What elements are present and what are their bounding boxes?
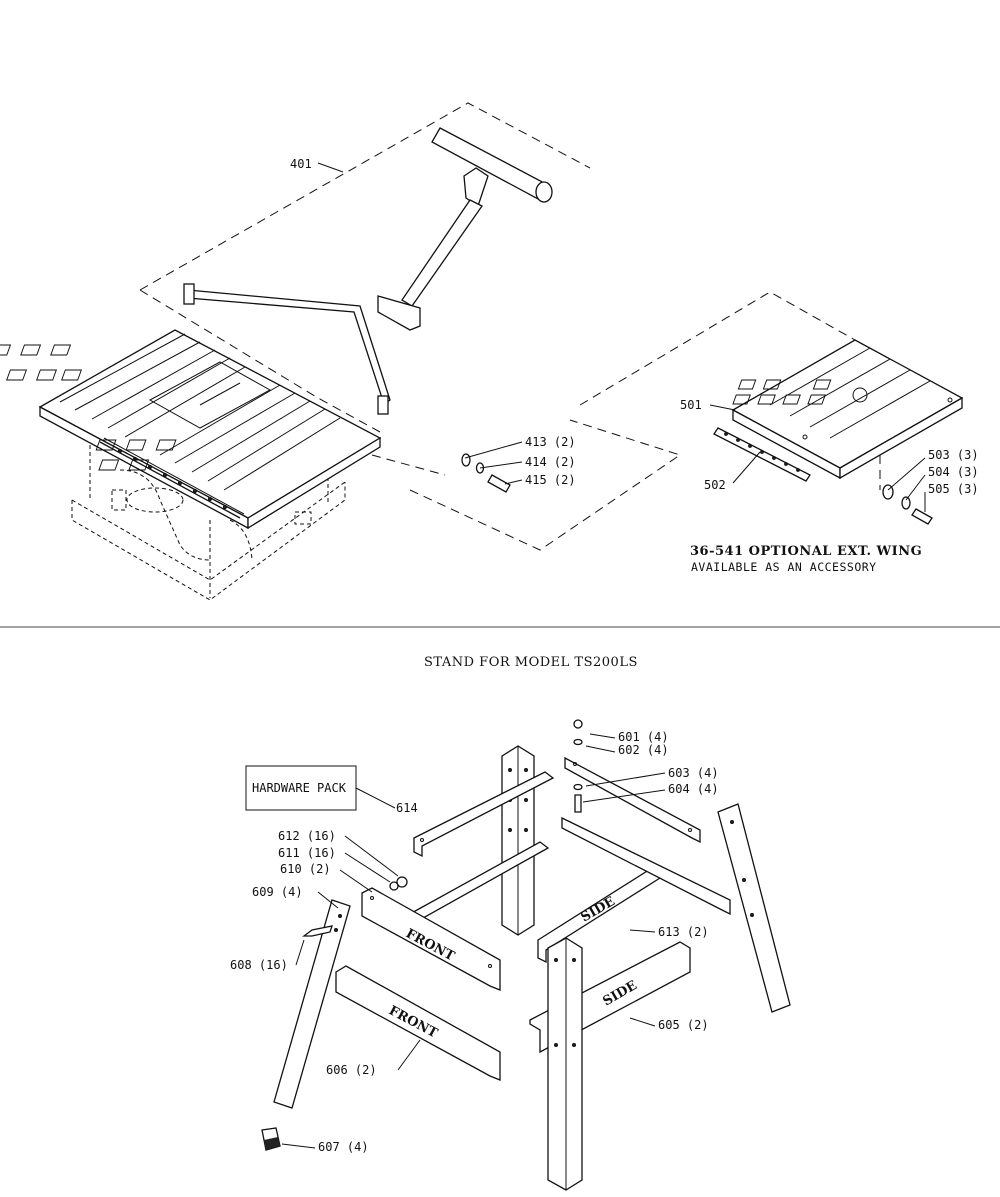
hardware-pack-label: HARDWARE PACK [252,781,347,795]
front-right-leg [547,937,583,1191]
lower-callouts: 601 (4) 602 (4) 603 (4) 604 (4) 614 612 … [230,730,719,1154]
callout-614: 614 [396,801,418,815]
wing-caption-note: AVAILABLE AS AN ACCESSORY [691,560,877,574]
callout-414: 414 (2) [525,455,576,469]
callout-609: 609 (4) [252,885,303,899]
callout-604: 604 (4) [668,782,719,796]
hardware-pack: HARDWARE PACK [245,765,396,811]
stand-title: STAND FOR MODEL TS200LS [424,655,638,670]
callout-613: 613 (2) [658,925,709,939]
rear-support-assembly [183,127,553,415]
callout-401: 401 [290,157,312,171]
callout-606: 606 (2) [326,1063,377,1077]
rear-rail-right [564,756,701,844]
callout-605: 605 (2) [658,1018,709,1032]
wing-caption-title: 36-541 OPTIONAL EXT. WING [690,544,922,559]
callout-602: 602 (4) [618,743,669,757]
callout-603: 603 (4) [668,766,719,780]
right-rear-leg [717,803,791,1013]
callout-504: 504 (3) [928,465,979,479]
callout-413: 413 (2) [525,435,576,449]
front-left-leg [273,899,351,1109]
callout-505: 505 (3) [928,482,979,496]
rear-rail-left [413,771,555,858]
table-saw-assembly [0,329,382,601]
callout-612: 612 (16) [278,829,336,843]
stamp-side-upper: SIDE [579,894,618,925]
bolt-hardware-413-415 [461,453,511,493]
upper-callouts: 401 413 (2) 414 (2) 415 (2) 501 502 503 … [290,157,979,574]
callout-415: 415 (2) [525,473,576,487]
callout-501: 501 [680,398,702,412]
stand-fasteners [302,719,583,937]
callout-611: 611 (16) [278,846,336,860]
extension-wing-501 [713,339,964,525]
rear-left-leg [501,745,535,936]
callout-502: 502 [704,478,726,492]
callout-601: 601 (4) [618,730,669,744]
callout-503: 503 (3) [928,448,979,462]
callout-608: 608 (16) [230,958,288,972]
callout-607: 607 (4) [318,1140,369,1154]
callout-610: 610 (2) [280,862,331,876]
rubber-foot-607 [261,1127,281,1151]
